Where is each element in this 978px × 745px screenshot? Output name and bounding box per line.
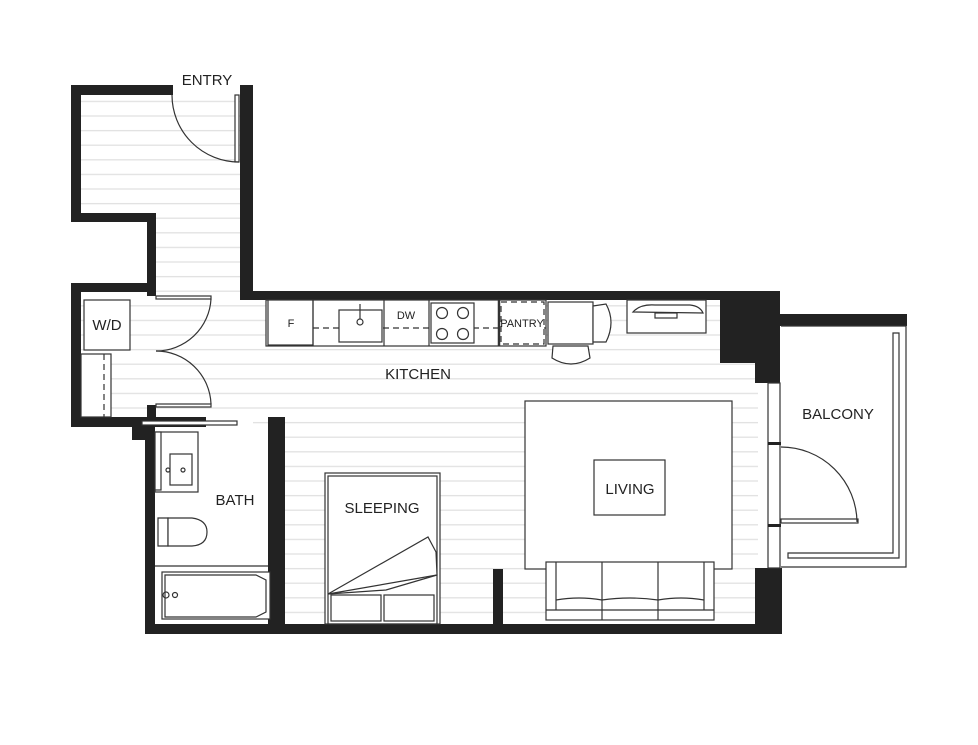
washer-dryer-label: W/D xyxy=(92,317,121,334)
balcony-label: BALCONY xyxy=(802,406,874,423)
tv-console xyxy=(626,299,707,334)
entry-door[interactable] xyxy=(171,94,240,163)
bed xyxy=(324,472,441,625)
sofa xyxy=(545,561,715,621)
pantry xyxy=(500,301,545,345)
pillow xyxy=(383,594,435,622)
bath-label: BATH xyxy=(216,492,255,509)
balcony-wall-glazing xyxy=(767,382,781,569)
closet-shelf xyxy=(80,353,112,418)
fridge xyxy=(267,299,314,346)
washer-dryer xyxy=(83,299,131,351)
dishwasher-label: DW xyxy=(397,310,416,322)
kitchen-label: KITCHEN xyxy=(385,366,451,383)
walls xyxy=(71,85,907,634)
pillow xyxy=(330,594,382,622)
living-label: LIVING xyxy=(605,481,654,498)
kitchen-counter xyxy=(265,299,547,347)
balcony-door[interactable] xyxy=(780,446,859,524)
closet-doors[interactable] xyxy=(155,295,212,408)
fridge-label: F xyxy=(288,318,295,330)
sleeping-label: SLEEPING xyxy=(344,500,419,517)
pantry-label: PANTRY xyxy=(500,318,544,330)
bath-door[interactable] xyxy=(141,420,238,426)
desk xyxy=(547,301,612,365)
bathtub xyxy=(161,571,271,620)
entry-label: ENTRY xyxy=(182,72,233,89)
toilet xyxy=(167,517,208,547)
bath-fixtures xyxy=(154,430,271,624)
balcony xyxy=(781,325,907,568)
toilet-tank xyxy=(157,517,169,547)
coffee-table xyxy=(593,459,666,516)
